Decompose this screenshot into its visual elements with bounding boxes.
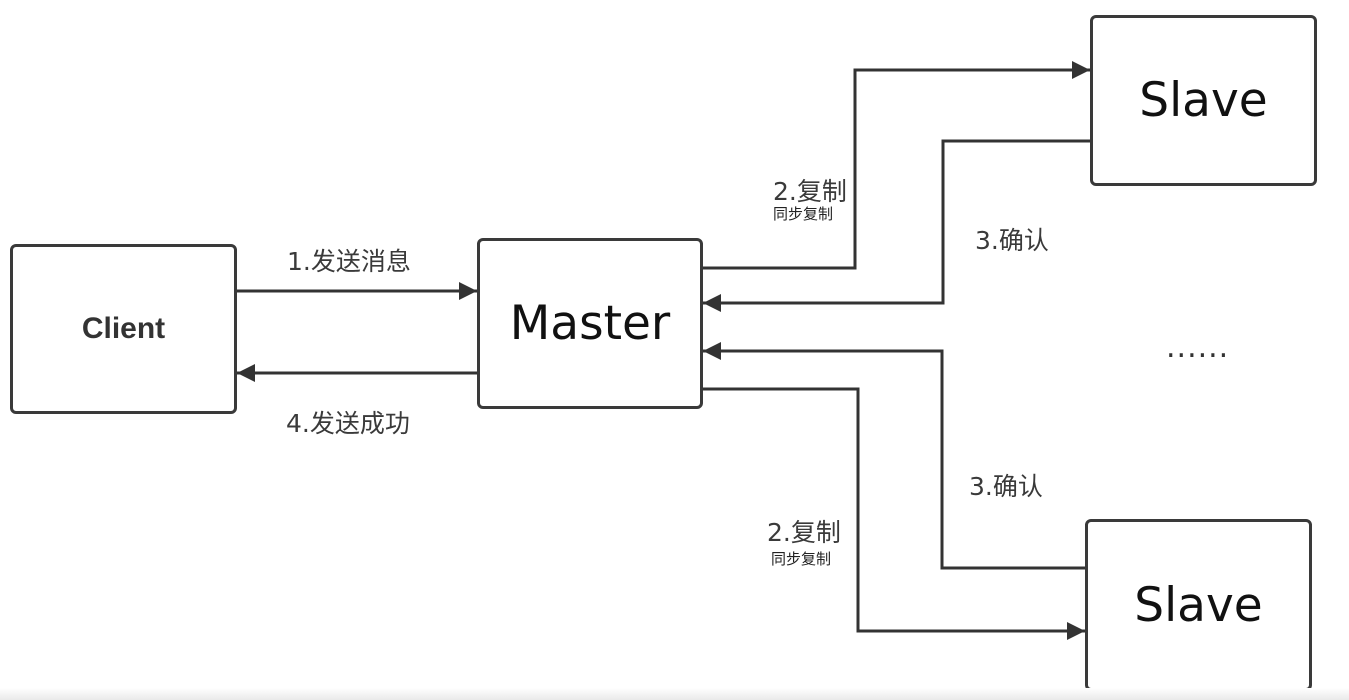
slave-node-bottom-label: Slave (1134, 577, 1263, 633)
arrow-master-to-slave-bottom (703, 387, 1085, 640)
arrow-slave-bottom-to-master (703, 342, 1085, 570)
arrow-master-to-slave-top (703, 61, 1090, 270)
edge-label-replicate-bottom: 2.复制 (767, 518, 841, 547)
slave-node-bottom: Slave (1085, 519, 1312, 691)
edge-label-replicate-top: 2.复制 (773, 177, 847, 206)
edge-label-send-message: 1.发送消息 (287, 247, 411, 276)
client-node-label: Client (81, 312, 166, 345)
more-slaves-ellipsis: ...... (1166, 330, 1230, 365)
edge-sublabel-replicate-top: 同步复制 (773, 205, 834, 223)
master-node: Master (477, 238, 703, 409)
arrow-slave-top-to-master (703, 139, 1090, 312)
edge-label-ack-bottom: 3.确认 (969, 472, 1043, 501)
client-node: Client (10, 244, 237, 414)
slave-node-top: Slave (1090, 15, 1317, 186)
edge-label-send-success: 4.发送成功 (286, 409, 410, 438)
slave-node-top-label: Slave (1139, 73, 1268, 128)
master-node-label: Master (509, 296, 671, 351)
edge-label-ack-top: 3.确认 (975, 226, 1049, 255)
edge-sublabel-replicate-bottom: 同步复制 (771, 550, 832, 568)
bottom-edge-shadow (0, 688, 1349, 700)
